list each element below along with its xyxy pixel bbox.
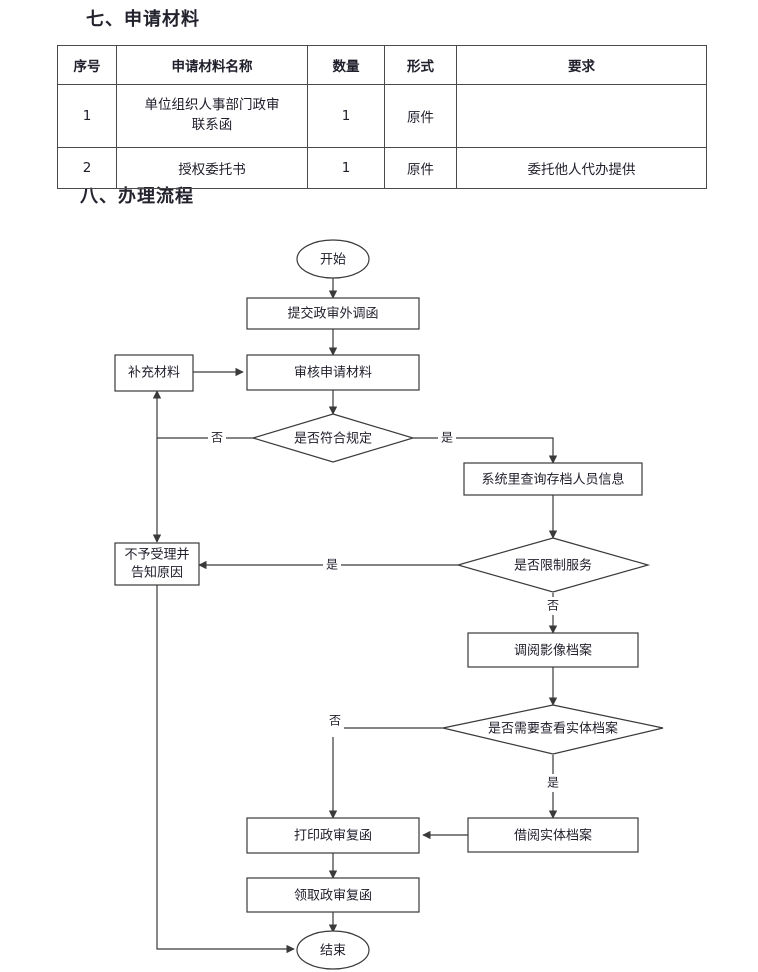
node-supplement (114, 354, 194, 392)
edge-label-bg (438, 429, 456, 447)
cell-material-name: 授权委托书 (116, 147, 308, 189)
edge-compliance-yes-to-query (413, 437, 558, 464)
node-collect-reply-label: 领取政审复函 (294, 889, 372, 904)
cell-seq: 2 (57, 147, 117, 189)
node-check-compliance-label: 是否符合规定 (294, 431, 372, 447)
node-print-reply (246, 817, 420, 854)
table-row: 2 授权委托书 1 原件 委托他人代办提供 (57, 147, 707, 189)
node-borrow-physical-label: 借阅实体档案 (514, 829, 592, 844)
table-row: 1 单位组织人事部门政审 联系函 1 原件 (57, 84, 707, 148)
cell-material-name-line2: 联系函 (191, 117, 233, 133)
node-supplement-label: 补充材料 (128, 365, 180, 381)
cell-requirement (456, 84, 707, 148)
node-end-label: 结束 (320, 944, 346, 959)
edge-reject-to-end (156, 585, 295, 954)
section-heading-application-materials: 七、申请材料 (86, 9, 200, 30)
node-review (246, 354, 420, 391)
column-header-name: 申请材料名称 (116, 45, 308, 85)
node-submit (246, 297, 420, 330)
cell-material-name-line1: 单位组织人事部门政审 (144, 97, 280, 114)
edge-label-physical-yes: 是 (547, 776, 559, 790)
node-submit-label: 提交政审外调函 (287, 306, 378, 322)
process-flowchart: 开始 提交政审外调函 补充材料 审核申请材料 是否符合规定 系统里查询存档人员信… (0, 215, 758, 972)
edge-label-restricted-yes: 是 (326, 558, 338, 572)
application-materials-table: 序号 申请材料名称 数量 形式 要求 1 单位组织人事部门政审 联系函 1 原件… (57, 45, 707, 189)
node-print-reply-label: 打印政审复函 (294, 829, 372, 844)
column-header-requirement: 要求 (456, 45, 707, 85)
edge-label-physical-no: 否 (329, 714, 341, 728)
table-header-row: 序号 申请材料名称 数量 形式 要求 (57, 45, 707, 85)
section-heading-process-flow: 八、办理流程 (80, 186, 194, 207)
node-start (296, 239, 370, 279)
cell-quantity: 1 (307, 84, 385, 148)
cell-form: 原件 (384, 84, 457, 148)
edge-label-bg (326, 719, 344, 737)
node-review-label: 审核申请材料 (294, 366, 372, 381)
node-query-system (463, 462, 643, 496)
edge-physical-no-to-print (328, 727, 443, 819)
node-collect-reply (246, 877, 420, 913)
edge-label-bg (544, 597, 562, 615)
cell-quantity: 1 (307, 147, 385, 189)
node-check-compliance (250, 413, 416, 463)
node-end (296, 930, 370, 970)
node-check-restricted-label: 是否限制服务 (514, 558, 592, 574)
edge-label-compliance-no: 否 (211, 431, 223, 445)
node-check-restricted (455, 537, 651, 593)
node-check-physical-label: 是否需要查看实体档案 (488, 721, 618, 737)
node-check-physical (442, 704, 664, 755)
edge-label-bg (208, 429, 226, 447)
node-start-label: 开始 (320, 253, 346, 268)
column-header-seq: 序号 (57, 45, 117, 85)
cell-material-name: 单位组织人事部门政审 联系函 (116, 84, 308, 148)
cell-seq: 1 (57, 84, 117, 148)
cell-form: 原件 (384, 147, 457, 189)
node-borrow-physical (467, 817, 639, 853)
edge-label-compliance-yes: 是 (441, 431, 453, 445)
node-query-system-label: 系统里查询存档人员信息 (481, 472, 624, 488)
edge-label-bg (323, 556, 341, 574)
node-reject (114, 542, 200, 586)
edge-label-restricted-no: 否 (547, 599, 559, 613)
column-header-quantity: 数量 (307, 45, 385, 85)
node-reject-label-line1: 不予受理并 (124, 548, 189, 563)
node-view-image (467, 632, 639, 668)
column-header-form: 形式 (384, 45, 457, 85)
edge-label-bg (544, 774, 562, 792)
cell-requirement: 委托他人代办提供 (456, 147, 707, 189)
node-reject-label-line2: 告知原因 (131, 565, 183, 581)
node-view-image-label: 调阅影像档案 (514, 644, 592, 659)
